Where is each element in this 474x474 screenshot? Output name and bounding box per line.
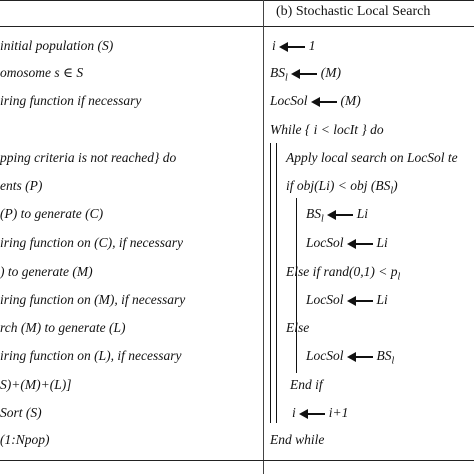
var-locsol: LocSol [306,348,344,363]
apply-local-search-line: Apply local search on LocSol te [286,150,458,165]
var-locsol: LocSol [270,93,308,108]
increment-i-line: i i+1 [292,405,348,421]
left-line-10: rch (M) to generate (L) [0,320,126,335]
assign-locsol-li-line: LocSol Li [306,235,388,251]
left-arrow-icon [326,209,353,220]
left-line-5: ents (P) [0,178,43,193]
left-arrow-icon [290,68,317,79]
value-li: Li [376,235,388,250]
var-i: i [292,405,296,420]
left-arrow-icon [278,41,305,52]
left-line-8: ) to generate (M) [0,264,93,279]
if-condition-line: if obj(Li) < obj (BSl) [286,178,398,197]
end-while-line: End while [270,432,325,447]
left-line-12: S)+(M)+(L)] [0,377,72,392]
value-li: Li [376,292,388,307]
left-line-6: (P) to generate (C) [0,206,104,221]
var-bsl: BSl [270,65,288,84]
left-line-9: iring function on (M), if necessary [0,292,186,307]
bottom-rule [0,460,474,461]
assign-bsl-li-line: BSl Li [306,206,368,225]
left-line-7: iring function on (C), if necessary [0,235,183,250]
left-line-2: omosome s ∈ S [0,65,84,80]
left-line-4: pping criteria is not reached} do [0,150,177,165]
else-if-line: Else if rand(0,1) < pl [286,264,401,283]
top-rule [0,0,474,1]
value-li: Li [356,206,369,221]
while-loop-bar-inner [276,143,277,423]
assign-locsol-bsl-line: LocSol BSl [306,348,394,367]
var-locsol: LocSol [306,235,344,250]
stochastic-local-search-header: (b) Stochastic Local Search [276,4,431,19]
value-m: (M) [320,65,342,80]
left-arrow-icon [310,96,337,107]
var-bsl: BSl [306,206,324,225]
while-line: While { i < locIt } do [270,122,384,137]
column-separator [263,0,264,474]
header-rule [0,26,474,27]
assign-locsol-line: LocSol (M) [270,93,361,109]
left-line-14: (1:Npop) [0,432,50,447]
var-i: i [272,38,276,53]
value-m: (M) [340,93,361,108]
end-if-line: End if [290,377,323,392]
left-line-13: Sort (S) [0,405,42,420]
else-line: Else [286,320,310,335]
value-bsl: BSl [376,348,395,367]
var-locsol: LocSol [306,292,344,307]
left-arrow-icon [346,295,373,306]
while-loop-bar-outer [270,143,271,423]
left-arrow-icon [298,408,325,419]
value-i-plus-1: i+1 [328,405,349,420]
left-line-3: iring function if necessary [0,93,142,108]
assign-bsl-line: BSl (M) [270,65,341,84]
left-line-1: initial population (S) [0,38,114,53]
left-line-11: iring function on (L), if necessary [0,348,182,363]
left-arrow-icon [346,351,373,362]
value-one: 1 [308,38,316,53]
left-arrow-icon [346,238,373,249]
assign-locsol-li-line-2: LocSol Li [306,292,388,308]
if-block-bar [296,198,297,373]
